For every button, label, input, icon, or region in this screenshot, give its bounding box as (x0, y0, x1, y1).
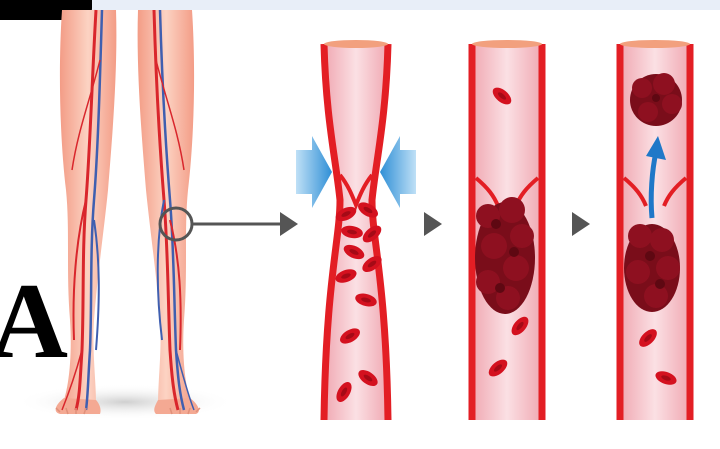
panel-label: A (0, 268, 68, 376)
stage-arrow-2-icon (572, 212, 590, 236)
vein-opening-1 (324, 40, 388, 48)
vein-opening-3 (620, 40, 690, 48)
compression-arrow-left-icon (296, 136, 332, 208)
compression-arrow-right-icon (380, 136, 416, 208)
vein-clot (472, 40, 542, 420)
legs-illustration (56, 10, 200, 414)
ground-shadow (15, 384, 235, 420)
pointer-arrowhead-icon (280, 212, 298, 236)
vein-opening-2 (472, 40, 542, 48)
blood-clot-icon (624, 224, 680, 312)
top-band (0, 0, 720, 10)
vein-compression (296, 40, 416, 420)
embolus-icon (630, 73, 682, 126)
stage-arrow-1-icon (424, 212, 442, 236)
left-leg (60, 10, 116, 404)
vein-embolism (620, 40, 690, 420)
